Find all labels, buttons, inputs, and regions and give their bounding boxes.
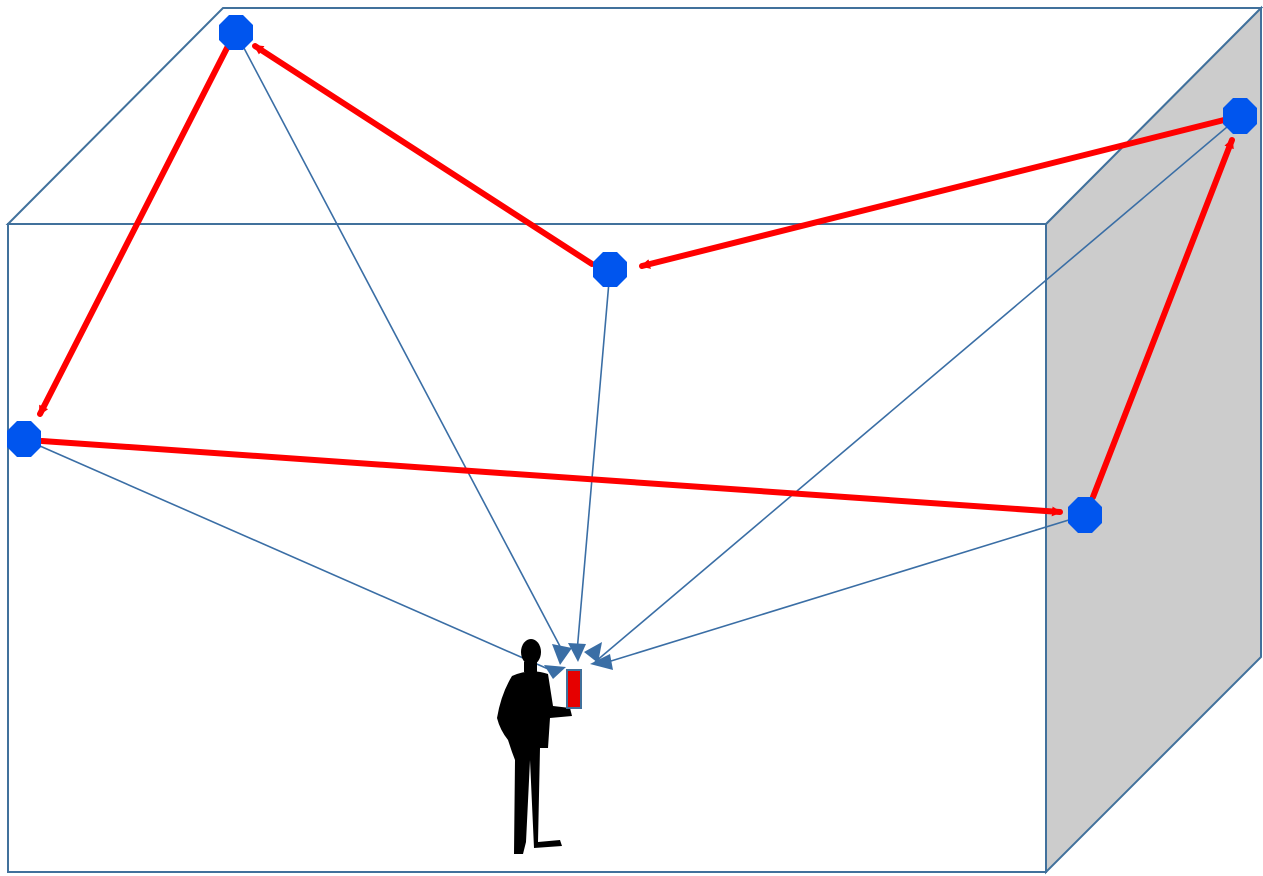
sequence-arrow-3 xyxy=(37,43,231,417)
sequence-arrows xyxy=(37,43,1235,517)
sequence-arrow-1 xyxy=(639,117,1227,269)
signal-arrowhead-5 xyxy=(590,654,613,670)
signal-arrowhead-1 xyxy=(552,644,572,665)
signal-line-left-wall xyxy=(23,438,556,673)
signal-lines xyxy=(23,32,1241,673)
handheld-device-icon xyxy=(566,669,582,709)
sequence-arrow-2 xyxy=(252,43,595,267)
signal-arrowhead-4 xyxy=(544,665,566,679)
signal-arrowhead-2 xyxy=(568,643,586,662)
node-top-left-ceiling xyxy=(219,15,253,50)
node-top-right-wall xyxy=(1223,98,1257,134)
sequence-arrow-4 xyxy=(39,438,1063,517)
node-right-wall-lower xyxy=(1068,497,1102,533)
node-left-wall xyxy=(7,421,41,457)
node-front-center xyxy=(593,252,627,287)
room-box xyxy=(5,5,1263,875)
sequence-arrow-5 xyxy=(1090,137,1235,500)
signal-line-front-center xyxy=(576,269,611,653)
signal-line-right-lower xyxy=(597,514,1086,666)
person-silhouette-icon xyxy=(497,639,572,854)
signal-arrowhead-3 xyxy=(584,642,602,663)
nodes xyxy=(7,15,1257,533)
signal-arrowheads xyxy=(544,642,613,679)
signal-line-top-right xyxy=(594,115,1241,663)
ceiling-face xyxy=(5,7,1263,225)
signal-line-top-left xyxy=(235,32,564,653)
